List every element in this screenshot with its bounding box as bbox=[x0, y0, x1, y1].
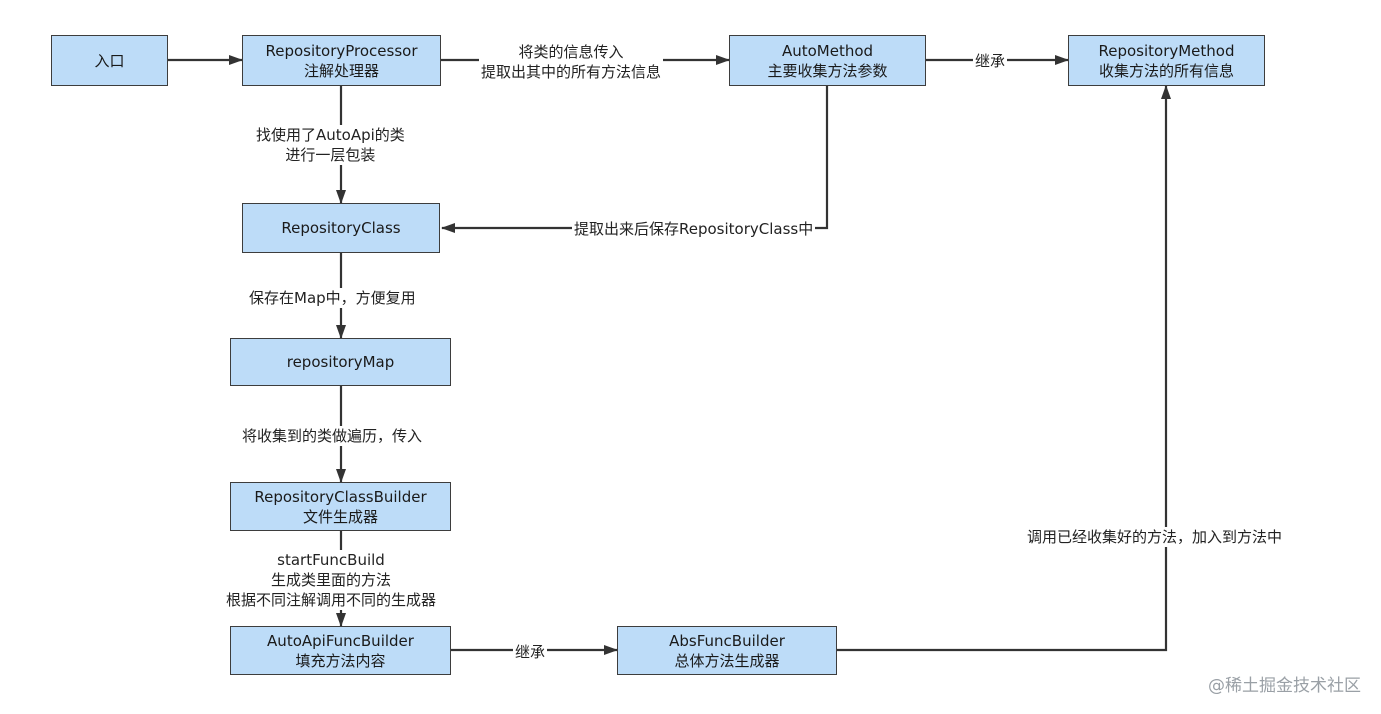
watermark: @稀土掘金技术社区 bbox=[1208, 676, 1361, 696]
node-repository-map: repositoryMap bbox=[230, 338, 451, 386]
node-auto-method: AutoMethod 主要收集方法参数 bbox=[729, 35, 926, 86]
node-repository-class: RepositoryClass bbox=[242, 203, 440, 253]
label-map-to-builder: 将收集到的类做遍历，传入 bbox=[240, 426, 425, 446]
label-repoclass-to-map: 保存在Map中，方便复用 bbox=[247, 288, 418, 308]
node-abs-func-builder: AbsFuncBuilder 总体方法生成器 bbox=[617, 626, 837, 675]
node-repository-processor: RepositoryProcessor 注解处理器 bbox=[242, 35, 441, 86]
node-auto-api-func-builder: AutoApiFuncBuilder 填充方法内容 bbox=[230, 626, 451, 675]
label-abs-to-repomethod: 调用已经收集好的方法，加入到方法中 bbox=[1025, 527, 1285, 547]
arrow-automethod-to-repoclass bbox=[441, 86, 829, 233]
label-automethod-to-repoclass: 提取出来后保存RepositoryClass中 bbox=[572, 219, 816, 239]
label-autoapi-to-abs: 继承 bbox=[513, 642, 548, 662]
node-entry: 入口 bbox=[51, 35, 168, 86]
label-processor-to-automethod: 将类的信息传入 提取出其中的所有方法信息 bbox=[479, 42, 664, 82]
arrow-abs-to-repomethod bbox=[837, 85, 1171, 652]
node-repository-method: RepositoryMethod 收集方法的所有信息 bbox=[1068, 35, 1265, 86]
node-repository-class-builder: RepositoryClassBuilder 文件生成器 bbox=[230, 482, 451, 531]
label-builder-to-autoapi: startFuncBuild 生成类里面的方法 根据不同注解调用不同的生成器 bbox=[224, 550, 439, 610]
label-automethod-to-repomethod: 继承 bbox=[973, 51, 1008, 71]
label-processor-to-repoclass: 找使用了AutoApi的类 进行一层包装 bbox=[254, 125, 407, 165]
